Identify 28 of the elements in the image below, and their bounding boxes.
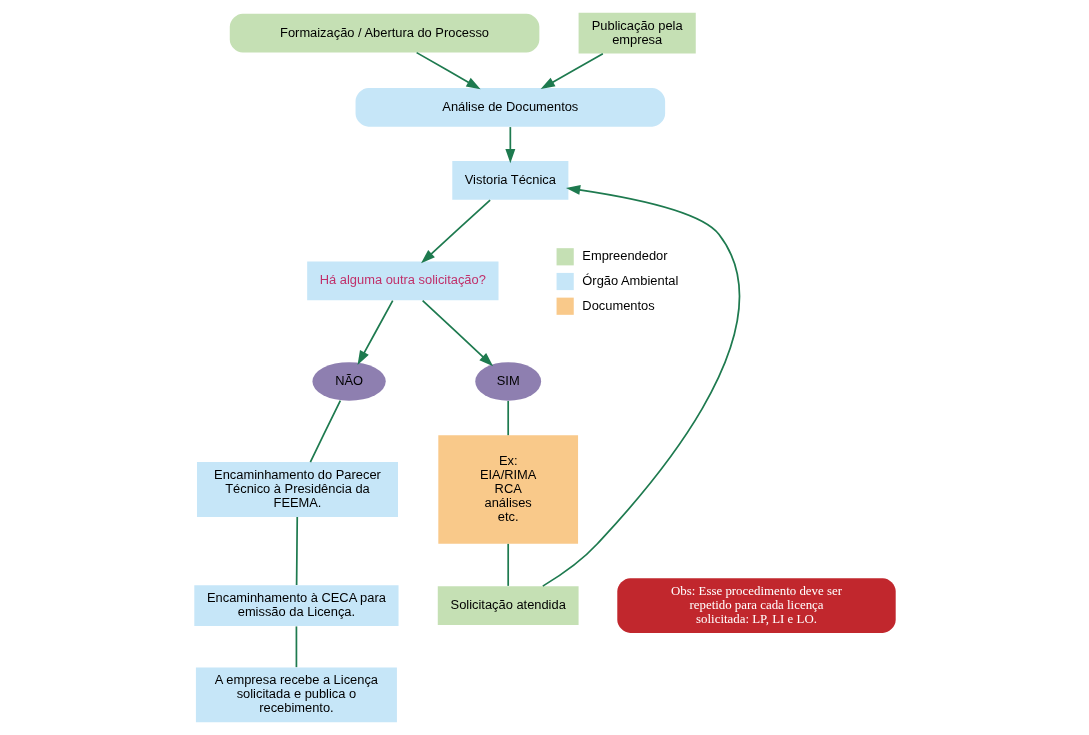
connector — [295, 516, 298, 586]
arrow — [541, 185, 740, 587]
arrow — [415, 51, 481, 90]
node-box: Obs: Esse procedimento deve ser repetido para cada licença solicitada: LP, LI e LO. — [616, 578, 896, 633]
legend-label: Documentos — [581, 297, 655, 313]
node-box: Solicitação atendida — [437, 586, 579, 625]
node-box: Análise de Documentos — [355, 88, 665, 127]
node-ellipse: NÃO — [311, 362, 386, 401]
node-box: Formaização / Abertura do Processo — [229, 13, 539, 53]
connector — [506, 400, 509, 437]
legend-label: Empreendedor — [581, 248, 668, 264]
arrow — [504, 126, 515, 164]
node-box: Encaminhamento do Parecer Técnico à Presidência da FEEMA. — [196, 462, 398, 517]
arrow — [421, 299, 493, 367]
arrow — [357, 299, 394, 365]
legend-label: Órgão Ambiental — [581, 272, 678, 288]
node-ellipse: SIM — [474, 362, 541, 401]
arrow — [540, 52, 604, 90]
arrow — [420, 199, 491, 264]
node-box: Ex: EIA/RIMA RCA análises etc. — [437, 435, 578, 544]
node-box: Encaminhamento à CECA para emissão da Licença. — [193, 585, 399, 626]
node-box: A empresa recebe a Licença solicitada e publica o recebimento. — [195, 667, 397, 723]
node-box: Há alguma outra solicitação? — [306, 261, 498, 301]
connector — [309, 399, 341, 463]
connector — [295, 625, 297, 668]
node-box: Publicação pela empresa — [578, 12, 696, 54]
node-box: Vistoria Técnica — [451, 161, 568, 200]
connector — [506, 543, 509, 587]
